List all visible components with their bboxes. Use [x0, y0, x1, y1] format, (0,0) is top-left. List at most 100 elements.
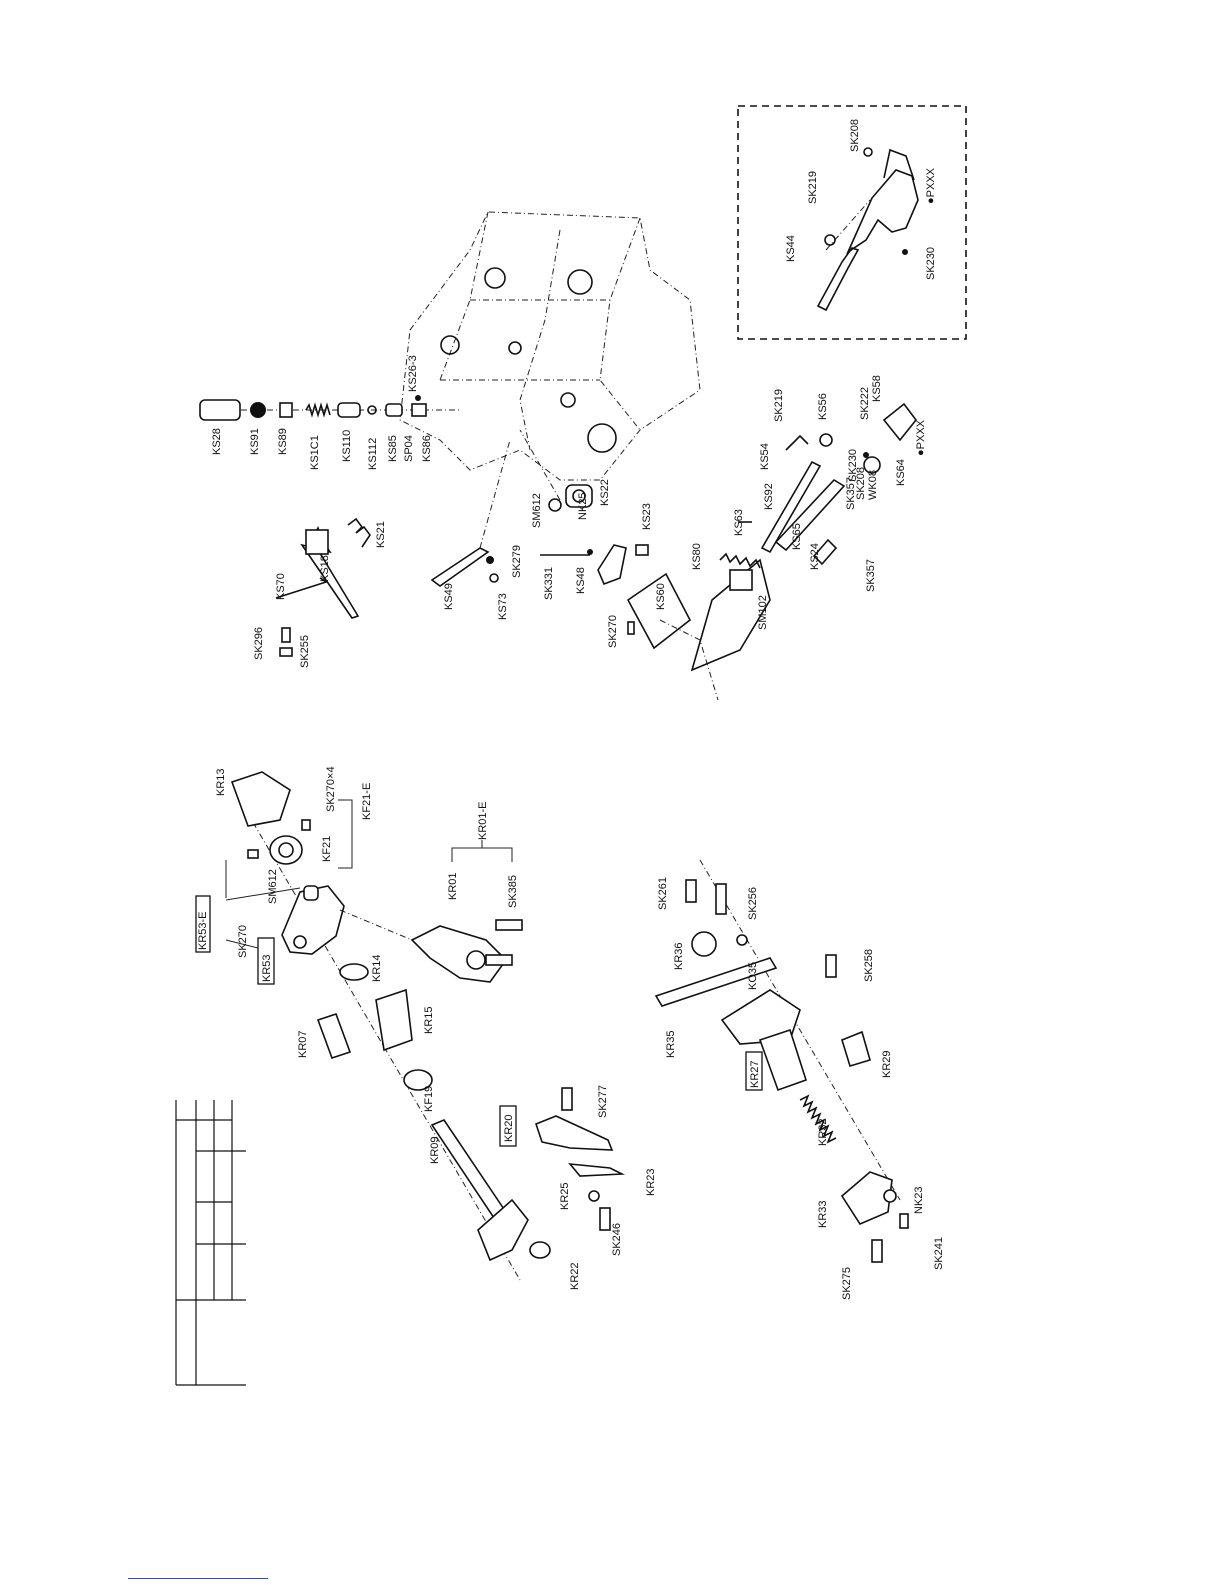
label-ks70: KS70 [275, 573, 287, 600]
sk275-part [871, 1239, 883, 1263]
label-ks91: KS91 [249, 428, 261, 455]
kr36-part [691, 931, 717, 957]
label-sk208: SK208 [855, 467, 867, 500]
label-ks85: KS85 [387, 435, 399, 462]
label-sm102: SM102 [757, 595, 769, 630]
label-kr01-e: KR01-E [477, 801, 489, 840]
sk270-upper-part [627, 621, 635, 635]
label-sk222: SK222 [859, 387, 871, 420]
kr20-box [499, 1105, 517, 1147]
sm612-upper-part [548, 498, 562, 512]
label-ks86: KS86 [421, 435, 433, 462]
casting-bore-2 [567, 269, 593, 295]
kr53-box [257, 937, 275, 985]
label-kr14: KR14 [371, 954, 383, 982]
sk246-part [599, 1207, 611, 1231]
ks28-part [199, 399, 241, 421]
label-sp04: SP04 [403, 435, 415, 462]
ks89-part [279, 402, 293, 418]
label-kr32: KR32 [817, 1118, 829, 1146]
kr07-part [316, 1012, 352, 1060]
ks91-part [250, 402, 266, 418]
sk270x4-part [301, 819, 311, 831]
label-kr23: KR23 [645, 1168, 657, 1196]
ks24-part [812, 538, 838, 566]
inset-border [737, 105, 967, 340]
casting-edge-1 [439, 211, 489, 381]
kr01-leader [339, 909, 413, 941]
ks110-part [337, 402, 361, 418]
sk241-part [899, 1213, 909, 1229]
label-ks101: KS1C1 [309, 435, 321, 470]
ks48-part [597, 544, 627, 586]
sk385-part-2 [485, 954, 513, 966]
ks70-part [275, 577, 328, 599]
ks18-hub [305, 529, 329, 555]
kr23-part [568, 1163, 626, 1177]
revision-table [175, 1100, 246, 1386]
ks86-part [411, 403, 427, 417]
kr32-spring [799, 1094, 837, 1144]
kf21-part [269, 835, 303, 865]
label-kr22: KR22 [569, 1262, 581, 1290]
label-sm612-upper: SM612 [531, 493, 543, 528]
label-nk23: NK23 [913, 1186, 925, 1214]
ks23-part [635, 544, 649, 556]
label-kr07: KR07 [297, 1030, 309, 1058]
sk256-part [715, 883, 727, 915]
kf21-bore [278, 842, 294, 858]
label-ks65: KS65 [791, 523, 803, 550]
ks22-part [565, 484, 593, 508]
label-kr13: KR13 [215, 768, 227, 796]
ks80-group [690, 402, 918, 672]
label-ks63: KS63 [733, 509, 745, 536]
label-ks110: KS110 [341, 430, 353, 462]
ks22-leader [519, 429, 561, 501]
ks49-part [430, 547, 490, 587]
ks56-part [819, 433, 833, 447]
kr14-part [339, 963, 369, 981]
casting-bore-4 [440, 335, 460, 355]
inset-bracket [846, 169, 919, 255]
ks64-part [863, 456, 881, 474]
label-kf19: KF19 [423, 1086, 435, 1112]
label-kf21: KF21 [321, 836, 333, 862]
label-ks60: KS60 [655, 583, 667, 610]
kf21-screw [247, 849, 259, 859]
label-ks26-3: KS26-3 [407, 355, 419, 392]
kr01-part [410, 925, 508, 983]
kr53-e-bracket [225, 860, 301, 949]
ks112-part [367, 405, 377, 415]
label-sk246: SK246 [611, 1223, 623, 1256]
kr27-axis [699, 859, 901, 1201]
nk25-part [587, 549, 593, 555]
sk258-part [825, 954, 837, 978]
inset-lever [816, 247, 860, 312]
kr13-part [230, 771, 291, 827]
detail-inset [737, 105, 967, 340]
label-kr35: KR35 [665, 1030, 677, 1058]
machine-body [399, 211, 701, 481]
kr53-axis [239, 799, 521, 1281]
label-ks28: KS28 [211, 428, 223, 455]
sm612-lower-part [303, 885, 319, 901]
label-inset-pxxx: ●PXXX [925, 167, 937, 204]
sk255-part [279, 647, 293, 657]
ks80-block [729, 569, 753, 591]
kf21-e-bracket [338, 799, 353, 869]
label-kr53-e: KR53-E [197, 911, 209, 950]
label-sk270x4: SK270×4 [325, 766, 337, 812]
ks65-part [774, 478, 846, 552]
label-ks22: KS22 [599, 479, 611, 506]
kr01-group [339, 909, 523, 983]
label-sk256: SK256 [747, 887, 759, 920]
label-kr15: KR15 [423, 1006, 435, 1034]
label-sk219: SK219 [773, 389, 785, 422]
label-ks24: KS24 [809, 543, 821, 570]
kr27-box [745, 1051, 763, 1091]
label-inset-ks44: KS44 [785, 235, 797, 262]
label-ks73: KS73 [497, 593, 509, 620]
ks60-part [626, 572, 692, 650]
pxxx-part [882, 402, 918, 442]
casting-outline [399, 211, 701, 481]
